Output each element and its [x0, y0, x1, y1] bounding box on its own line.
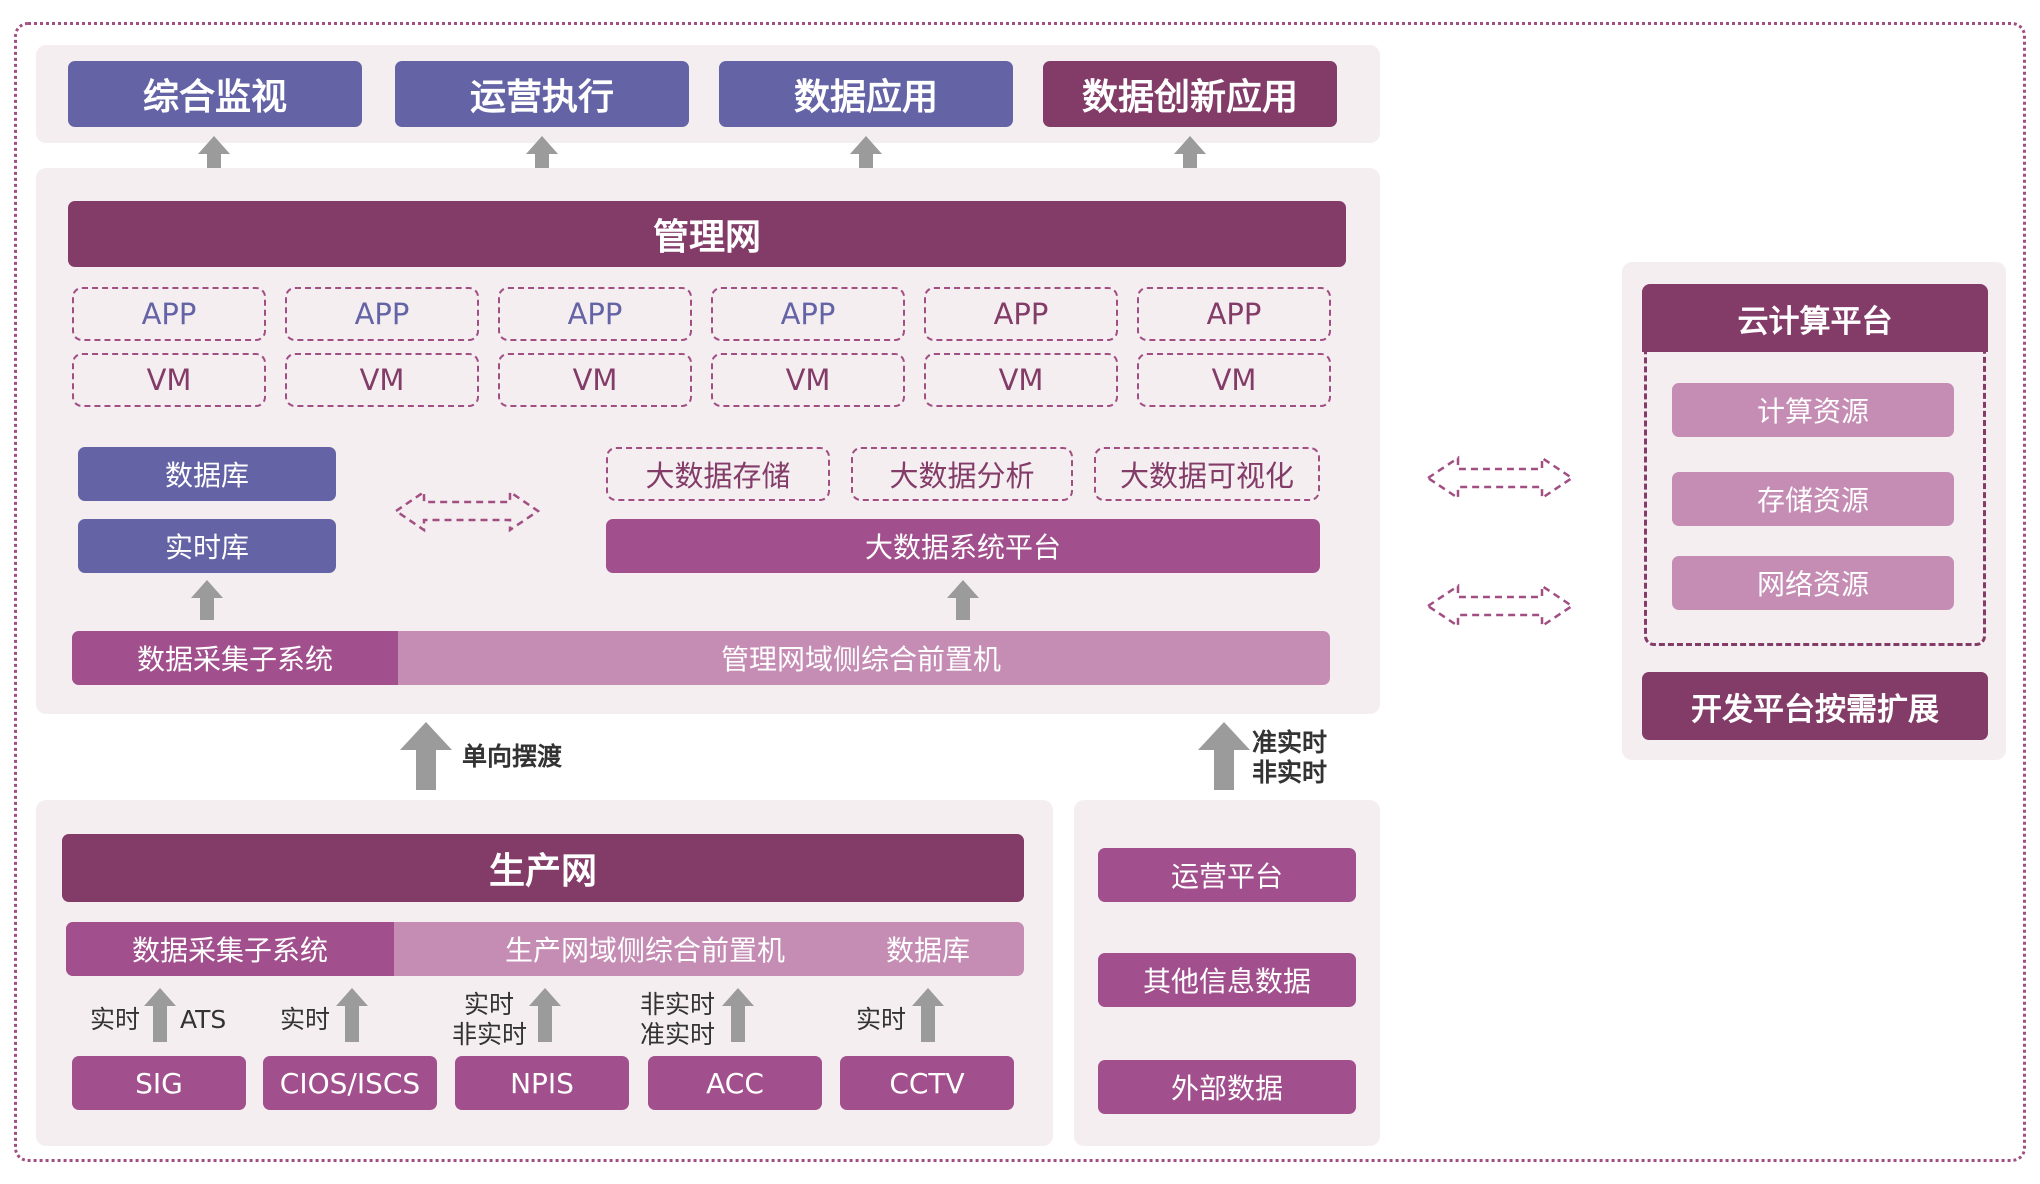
bigdata-visualization: 大数据可视化	[1094, 447, 1320, 501]
arrow-up-icon	[191, 580, 223, 620]
app-data-application[interactable]: 数据应用	[719, 61, 1013, 127]
arrow-up-icon	[947, 580, 979, 620]
vm-cell: VM	[498, 353, 692, 407]
production-network-title: 生产网	[62, 834, 1024, 902]
prod-frontend-label: 生产网域侧综合前置机	[504, 934, 785, 967]
prod-collect-subsystem[interactable]: 数据采集子系统	[66, 922, 394, 976]
system-sig[interactable]: SIG	[72, 1056, 246, 1110]
arrow-up-icon	[526, 136, 558, 176]
mgmt-frontend-label: 管理网域侧综合前置机	[720, 643, 1001, 676]
outer-frame	[14, 22, 2026, 1162]
arrow-up-large-icon	[400, 722, 452, 790]
vm-cell: VM	[924, 353, 1118, 407]
cloud-platform-title: 云计算平台	[1642, 284, 1988, 352]
bigdata-analysis: 大数据分析	[851, 447, 1073, 501]
management-network-title: 管理网	[68, 201, 1346, 267]
bigdata-storage: 大数据存储	[606, 447, 830, 501]
system-acc[interactable]: ACC	[648, 1056, 822, 1110]
other-info-data[interactable]: 其他信息数据	[1098, 953, 1356, 1007]
compute-resource[interactable]: 计算资源	[1672, 383, 1954, 437]
cios-realtime-label: 实时	[280, 1005, 331, 1034]
acc-nearrealtime-label: 准实时	[640, 1020, 716, 1049]
vm-cell: VM	[1137, 353, 1331, 407]
external-data[interactable]: 外部数据	[1098, 1060, 1356, 1114]
app-cell: APP	[285, 287, 479, 341]
app-cell: APP	[1137, 287, 1331, 341]
arrow-up-large-icon	[1198, 722, 1250, 790]
system-cctv[interactable]: CCTV	[840, 1056, 1014, 1110]
app-cell: APP	[498, 287, 692, 341]
npis-realtime-label: 实时	[464, 990, 515, 1019]
arrow-up-icon	[722, 988, 754, 1042]
acc-nonrealtime-label: 非实时	[640, 990, 716, 1019]
network-resource[interactable]: 网络资源	[1672, 556, 1954, 610]
dev-platform-extension[interactable]: 开发平台按需扩展	[1642, 672, 1988, 740]
prod-database-label[interactable]: 数据库	[885, 934, 970, 967]
arrow-up-icon	[850, 136, 882, 176]
app-operation-execution[interactable]: 运营执行	[395, 61, 689, 127]
app-integrated-monitor[interactable]: 综合监视	[68, 61, 362, 127]
system-npis[interactable]: NPIS	[455, 1056, 629, 1110]
system-cios-iscs[interactable]: CIOS/ISCS	[263, 1056, 437, 1110]
app-data-innovation[interactable]: 数据创新应用	[1043, 61, 1337, 127]
mgmt-collect-subsystem[interactable]: 数据采集子系统	[72, 631, 398, 685]
app-cell: APP	[72, 287, 266, 341]
sig-realtime-label: 实时	[90, 1005, 141, 1034]
arrow-up-icon	[529, 988, 561, 1042]
realtime-db-box[interactable]: 实时库	[78, 519, 336, 573]
sig-ats-label: ATS	[180, 1005, 227, 1034]
near-realtime-label: 准实时	[1252, 728, 1328, 757]
one-way-ferry-label: 单向摆渡	[462, 742, 563, 771]
operation-platform[interactable]: 运营平台	[1098, 848, 1356, 902]
bidirectional-arrow-icon	[1425, 455, 1575, 501]
storage-resource[interactable]: 存储资源	[1672, 472, 1954, 526]
arrow-up-icon	[912, 988, 944, 1042]
arrow-up-icon	[198, 136, 230, 176]
non-realtime-label: 非实时	[1252, 758, 1328, 787]
arrow-up-icon	[336, 988, 368, 1042]
database-box[interactable]: 数据库	[78, 447, 336, 501]
bigdata-platform[interactable]: 大数据系统平台	[606, 519, 1320, 573]
arrow-up-icon	[1174, 136, 1206, 176]
vm-cell: VM	[711, 353, 905, 407]
vm-cell: VM	[285, 353, 479, 407]
app-cell: APP	[924, 287, 1118, 341]
npis-nonrealtime-label: 非实时	[452, 1020, 528, 1049]
cctv-realtime-label: 实时	[856, 1005, 907, 1034]
app-cell: APP	[711, 287, 905, 341]
vm-cell: VM	[72, 353, 266, 407]
arrow-up-icon	[144, 988, 176, 1042]
bidirectional-arrow-icon	[1425, 583, 1575, 629]
bidirectional-arrow-icon	[393, 489, 541, 533]
